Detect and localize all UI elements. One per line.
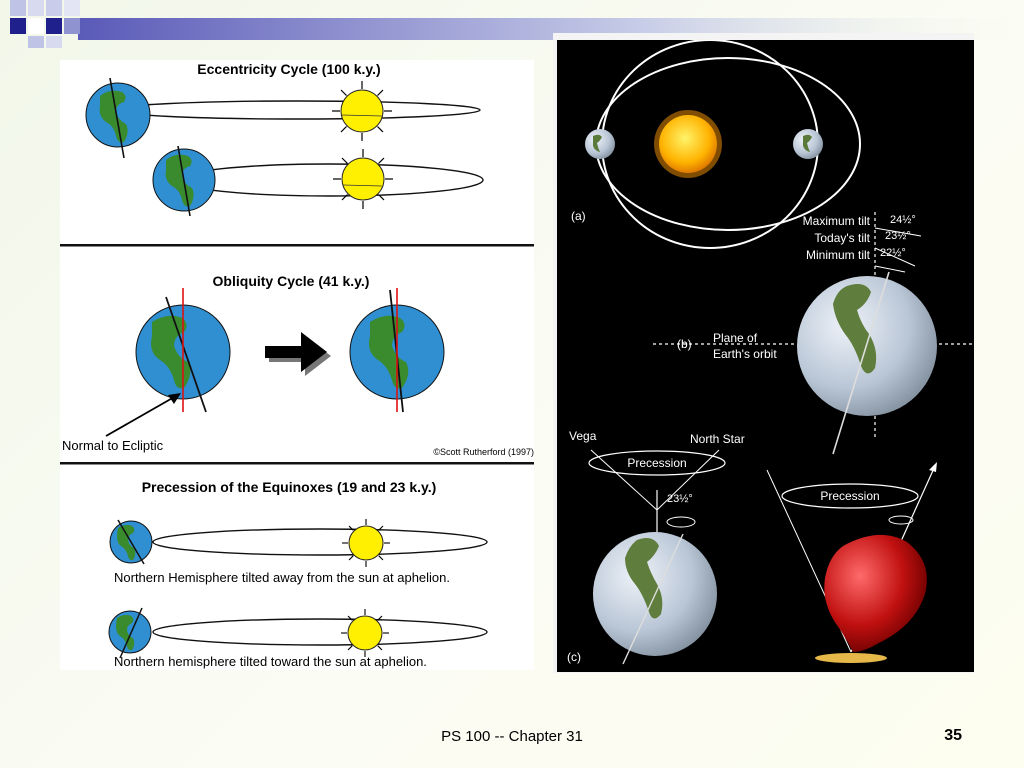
today-tilt-label: Today's tilt [814,231,870,245]
earth-icon [797,271,937,455]
earth-icon [793,129,823,159]
label-c: (c) [567,650,581,664]
sun-icon [341,518,391,568]
label-b: (b) [677,337,692,351]
earth-icon [585,129,615,159]
footer-chapter: PS 100 -- Chapter 31 [441,728,583,745]
angle-today: 23½° [885,230,911,242]
spinning-top-icon [824,534,927,652]
precession-label-2: Precession [820,489,879,503]
credit-text: ©Scott Rutherford (1997) [433,447,534,457]
angle-max: 24½° [890,214,916,226]
precession-orbit-2 [152,618,488,646]
min-tilt-label: Minimum tilt [806,248,871,262]
earth-icon [109,519,153,565]
label-a: (a) [571,209,586,223]
pointer-arrow-icon [168,393,181,404]
precession-title: Precession of the Equinoxes (19 and 23 k… [142,479,437,495]
earth-icon [593,532,717,665]
earth-icon [349,288,445,413]
earth-icon [135,288,231,413]
sun-icon [340,608,390,658]
angle-min: 22½° [880,247,906,259]
max-tilt-label: Maximum tilt [803,214,871,228]
vega-label: Vega [569,429,597,443]
milankovitch-cycles-figure: Eccentricity Cycle (100 k.y.) Obliquity … [60,60,534,670]
precession-label-1: Precession [627,456,686,470]
sun-icon [654,110,722,178]
earth-icon [152,145,216,217]
normal-to-ecliptic-label: Normal to Ecliptic [62,438,164,453]
sun-icon [331,80,393,142]
eccentricity-title: Eccentricity Cycle (100 k.y.) [197,61,380,77]
earth-icon [85,77,151,159]
caption-tilted-toward: Northern hemisphere tilted toward the su… [114,654,427,669]
precession-orbit-1 [152,528,488,556]
angle-c: 23½° [667,493,693,505]
earth-orbit-parameters-figure: (a) Maximum tilt Today's tilt Minimum ti… [557,40,974,672]
milankovitch-cycles-svg: Eccentricity Cycle (100 k.y.) Obliquity … [60,61,534,669]
caption-tilted-away: Northern Hemisphere tilted away from the… [114,570,450,585]
obliquity-title: Obliquity Cycle (41 k.y.) [213,273,370,289]
page-number: 35 [944,727,962,744]
earth-icon [108,607,152,659]
eccentric-orbit-1 [113,100,481,120]
plane-of-orbit-line1: Plane of [713,331,758,345]
earth-orbit-svg: (a) Maximum tilt Today's tilt Minimum ti… [567,40,973,665]
sun-icon [332,148,394,210]
eccentric-orbit-2 [176,163,484,197]
north-star-label: North Star [690,432,745,446]
plane-of-orbit-line2: Earth's orbit [713,347,777,361]
